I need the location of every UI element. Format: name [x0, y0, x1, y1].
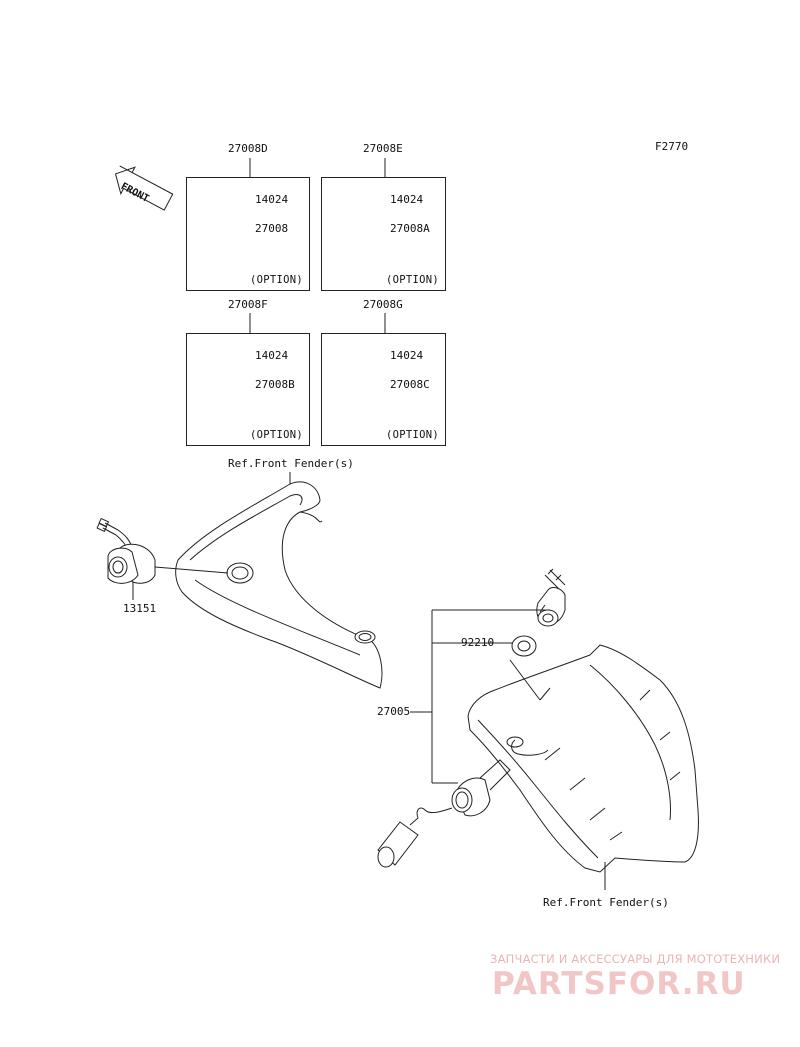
kit-d-part-top: 14024	[255, 193, 289, 206]
front-fender-lower	[467, 644, 699, 890]
ref-front-fender-bottom: Ref.Front Fender(s)	[543, 896, 669, 909]
watermark-logo: PARTSFOR.RU	[492, 966, 746, 1002]
kit-box-e: 14024 27008A (OPTION)	[321, 177, 446, 291]
kit-code-e: 27008E	[363, 142, 403, 155]
ignition-key-switch-right	[536, 568, 566, 627]
ref-front-fender-top: Ref.Front Fender(s)	[228, 457, 354, 470]
part-label-13151: 13151	[123, 602, 157, 615]
front-arrow-icon	[114, 165, 174, 211]
kit-code-f: 27008F	[228, 298, 268, 311]
kit-f-option: (OPTION)	[250, 429, 303, 441]
kit-f-part-key: 27008B	[255, 378, 295, 391]
kit-d-part-key: 27008	[255, 222, 289, 235]
washer-92210	[511, 635, 537, 657]
ignition-switch-13151	[96, 517, 229, 600]
kit-e-part-key: 27008A	[390, 222, 430, 235]
kit-g-part-top: 14024	[390, 349, 424, 362]
kit-d-option: (OPTION)	[250, 274, 303, 286]
kit-box-f: 14024 27008B (OPTION)	[186, 333, 310, 446]
kit-g-part-key: 27008C	[390, 378, 430, 391]
figure-code: F2770	[655, 140, 689, 153]
kit-code-d: 27008D	[228, 142, 268, 155]
kit-f-part-top: 14024	[255, 349, 289, 362]
kit-box-g: 14024 27008C (OPTION)	[321, 333, 446, 446]
ignition-switch-27005	[377, 759, 511, 868]
watermark-tagline: ЗАПЧАСТИ И АКСЕССУАРЫ ДЛЯ МОТОТЕХНИКИ	[490, 952, 781, 966]
part-label-92210: 92210	[461, 636, 495, 649]
kit-box-d: 14024 27008 (OPTION)	[186, 177, 310, 291]
kit-e-part-top: 14024	[390, 193, 424, 206]
kit-code-g: 27008G	[363, 298, 403, 311]
kit-e-option: (OPTION)	[386, 274, 439, 286]
kit-g-option: (OPTION)	[386, 429, 439, 441]
part-label-27005: 27005	[377, 705, 411, 718]
front-fender-panel-upper	[175, 481, 383, 689]
